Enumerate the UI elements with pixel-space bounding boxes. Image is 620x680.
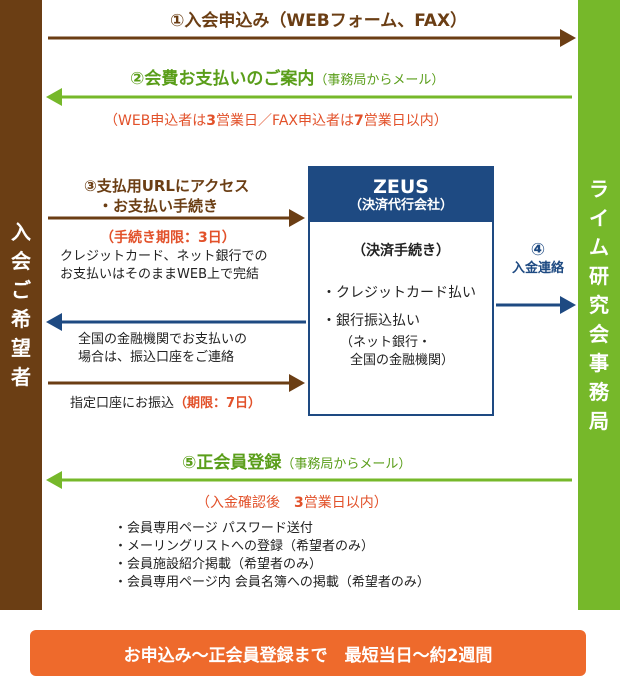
step5-sub: （事務局からメール） <box>281 457 412 472</box>
step5-title: ⑤正会員登録（事務局からメール） <box>182 448 411 473</box>
applicant-label-char: 会 <box>11 249 31 273</box>
step2-deadline-text: 営業日以内） <box>363 113 448 129</box>
transfer-label: 指定口座にお振込（期限：7日） <box>70 392 261 411</box>
step2-arrow <box>46 88 572 106</box>
step4-num: ④ <box>530 240 546 260</box>
step5-deadline-days: 3 <box>294 495 304 511</box>
transfer-text: 指定口座にお振込 <box>70 396 175 411</box>
step3-note-line2: お支払いはそのままWEB上で完結 <box>60 267 259 282</box>
bank-note-line1: 全国の金融機関でお支払いの <box>78 332 248 347</box>
step5-deadline-text: 営業日以内） <box>303 495 388 511</box>
step4-label: 入金連絡 <box>511 261 564 276</box>
step1-arrow <box>48 29 576 47</box>
zeus-sub: （決済代行会社） <box>348 198 453 213</box>
zeus-procedure-title: （決済手続き） <box>352 243 450 259</box>
step2-deadline: （WEB申込者は3営業日／FAX申込者は7営業日以内） <box>104 110 448 130</box>
office-label-char: 会 <box>589 321 609 346</box>
office-label-char: 局 <box>589 408 609 433</box>
step2-deadline-text: （WEB申込者は <box>104 113 207 129</box>
zeus-method-credit: ・クレジットカード払い <box>322 285 476 301</box>
applicant-bar: 入 会 ご 希 望 者 <box>0 0 42 610</box>
step4-label-group: ④ 入金連絡 <box>500 240 576 278</box>
office-label-char: ム <box>589 234 609 259</box>
office-label-char: ラ <box>589 176 609 201</box>
office-label-char: 事 <box>589 350 609 375</box>
applicant-label-char: 者 <box>11 365 31 389</box>
step1-label: ①入会申込み（WEBフォーム、FAX） <box>170 11 468 31</box>
office-label-char: 務 <box>589 379 609 404</box>
applicant-label-char: ご <box>11 278 31 302</box>
applicant-label-char: 希 <box>11 307 31 331</box>
office-label-char: 究 <box>589 292 609 317</box>
step3-note-line1: クレジットカード、ネット銀行での <box>60 249 268 264</box>
office-bar: ラ イ ム 研 究 会 事 務 局 <box>578 0 620 610</box>
office-label-char: イ <box>589 205 609 230</box>
step3-line1: ③支払用URLにアクセス <box>84 177 250 195</box>
step2-deadline-fax-days: 7 <box>353 113 364 129</box>
zeus-name: ZEUS <box>373 176 429 198</box>
step5-item: ・会員専用ページ パスワード送付 <box>114 521 313 536</box>
zeus-header: ZEUS （決済代行会社） <box>310 168 492 222</box>
step3-arrow <box>48 209 305 227</box>
step5-deadline-text: （入金確認後 <box>196 495 294 511</box>
applicant-label-char: 望 <box>11 336 31 360</box>
step5-label: ⑤正会員登録 <box>182 453 282 473</box>
transfer-deadline: （期限：7日） <box>174 396 262 411</box>
step5-arrow <box>46 471 572 489</box>
step2-title: ②会費お支払いのご案内（事務局からメール） <box>130 64 444 89</box>
zeus-method-bank: ・銀行振込払い <box>322 313 420 329</box>
step5-item: ・メーリングリストへの登録（希望者のみ） <box>114 539 375 554</box>
step2-deadline-web-days: 3 <box>206 113 217 129</box>
step5-items: ・会員専用ページ パスワード送付 ・メーリングリストへの登録（希望者のみ） ・会… <box>114 520 430 592</box>
zeus-box: ZEUS （決済代行会社） （決済手続き） ・クレジットカード払い ・銀行振込払… <box>308 166 494 416</box>
step3-deadline: （手続き期限：3日） <box>100 230 236 246</box>
zeus-bank-detail-line2: 全国の金融機関） <box>350 353 455 368</box>
step2-label: ②会費お支払いのご案内 <box>130 69 315 89</box>
step5-deadline: （入金確認後 3営業日以内） <box>196 492 388 512</box>
zeus-bank-detail-line1: （ネット銀行・ <box>340 335 432 350</box>
step2-deadline-text: 営業日／FAX申込者は <box>216 113 354 129</box>
duration-banner-text: お申込み～正会員登録まで 最短当日～約2週間 <box>123 645 493 666</box>
duration-banner: お申込み～正会員登録まで 最短当日～約2週間 <box>30 630 586 676</box>
office-label-char: 研 <box>589 263 609 288</box>
step5-item: ・会員施設紹介掲載（希望者のみ） <box>114 557 323 572</box>
step2-sub: （事務局からメール） <box>314 73 445 88</box>
step4-arrow <box>496 296 576 314</box>
bank-note-arrow <box>46 313 306 331</box>
step5-item: ・会員専用ページ内 会員名簿への掲載（希望者のみ） <box>114 575 430 590</box>
transfer-arrow <box>48 374 305 392</box>
step3-line2: ・お支払い手続き <box>98 197 219 215</box>
applicant-label-char: 入 <box>11 220 31 244</box>
bank-note-line2: 場合は、振込口座をご連絡 <box>78 350 235 365</box>
